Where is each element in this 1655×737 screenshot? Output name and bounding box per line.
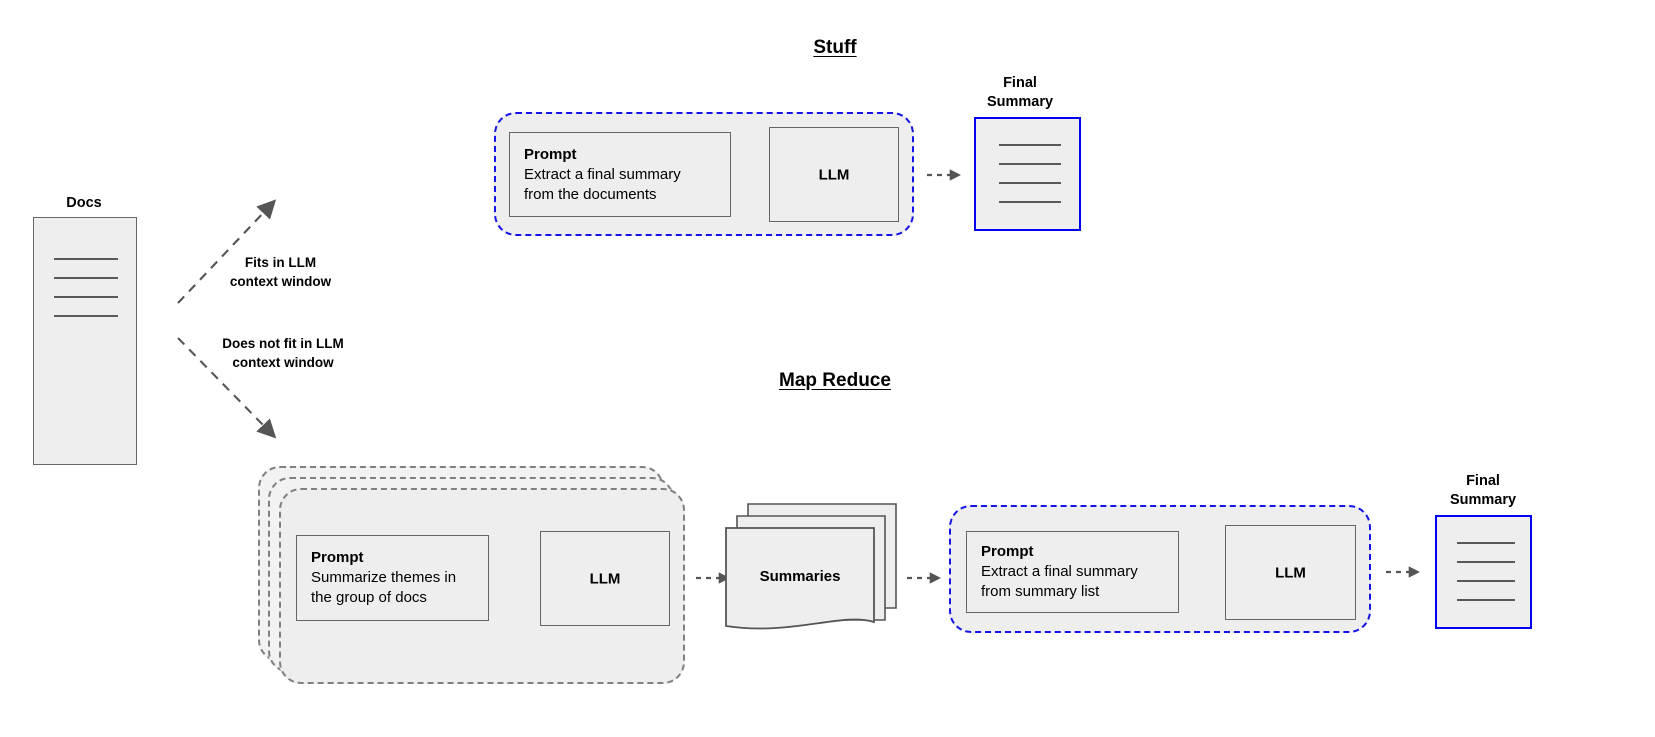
docs-rule-2 [54, 277, 118, 279]
stuff-final-summary-box [974, 117, 1081, 231]
section-title-stuff: Stuff [813, 37, 857, 58]
docs-rule-4 [54, 315, 118, 317]
map-llm-box: LLM [540, 531, 670, 626]
mapreduce-final-summary-box [1435, 515, 1532, 629]
summaries-sheet-back [747, 503, 897, 609]
reduce-prompt-text: Prompt Extract a final summary from summ… [981, 542, 1138, 602]
mapreduce-final-rule-1 [1457, 542, 1515, 544]
branch-label-does-not-fit: Does not fit in LLM context window [222, 336, 344, 370]
docs-document [33, 217, 137, 465]
map-prompt-text: Prompt Summarize themes in the group of … [311, 548, 456, 608]
map-llm-label: LLM [589, 570, 621, 587]
stuff-prompt-text: Prompt Extract a final summary from the … [524, 145, 681, 205]
docs-rule-3 [54, 296, 118, 298]
reduce-llm-label: LLM [1275, 564, 1306, 581]
map-prompt-box: Prompt Summarize themes in the group of … [296, 535, 489, 621]
docs-caption: Docs [66, 195, 102, 211]
stuff-final-rule-1 [999, 144, 1061, 146]
mapreduce-final-rule-3 [1457, 580, 1515, 582]
section-title-map-reduce: Map Reduce [779, 370, 891, 391]
stuff-prompt-body: Extract a final summary from the documen… [524, 165, 681, 203]
docs-rule-1 [54, 258, 118, 260]
stuff-final-rule-3 [999, 182, 1061, 184]
reduce-llm-box: LLM [1225, 525, 1356, 620]
summaries-label: Summaries [759, 568, 841, 585]
mapreduce-final-summary-caption: Final Summary [1449, 473, 1517, 508]
reduce-prompt-body: Extract a final summary from summary lis… [981, 563, 1138, 600]
stuff-final-summary-caption: Final Summary [986, 75, 1054, 110]
stuff-final-rule-4 [999, 201, 1061, 203]
stuff-final-rule-2 [999, 163, 1061, 165]
summaries-label-wrap: Summaries [726, 568, 874, 586]
map-prompt-title: Prompt [311, 549, 364, 566]
map-prompt-body: Summarize themes in the group of docs [311, 569, 457, 606]
stuff-llm-label: LLM [818, 166, 850, 183]
branch-label-fits: Fits in LLM context window [229, 255, 332, 289]
stuff-llm-box: LLM [769, 127, 899, 222]
mapreduce-final-rule-2 [1457, 561, 1515, 563]
stuff-prompt-box: Prompt Extract a final summary from the … [509, 132, 731, 217]
stuff-prompt-title: Prompt [524, 145, 577, 163]
mapreduce-final-rule-4 [1457, 599, 1515, 601]
reduce-prompt-title: Prompt [981, 543, 1034, 560]
reduce-prompt-box: Prompt Extract a final summary from summ… [966, 531, 1179, 613]
